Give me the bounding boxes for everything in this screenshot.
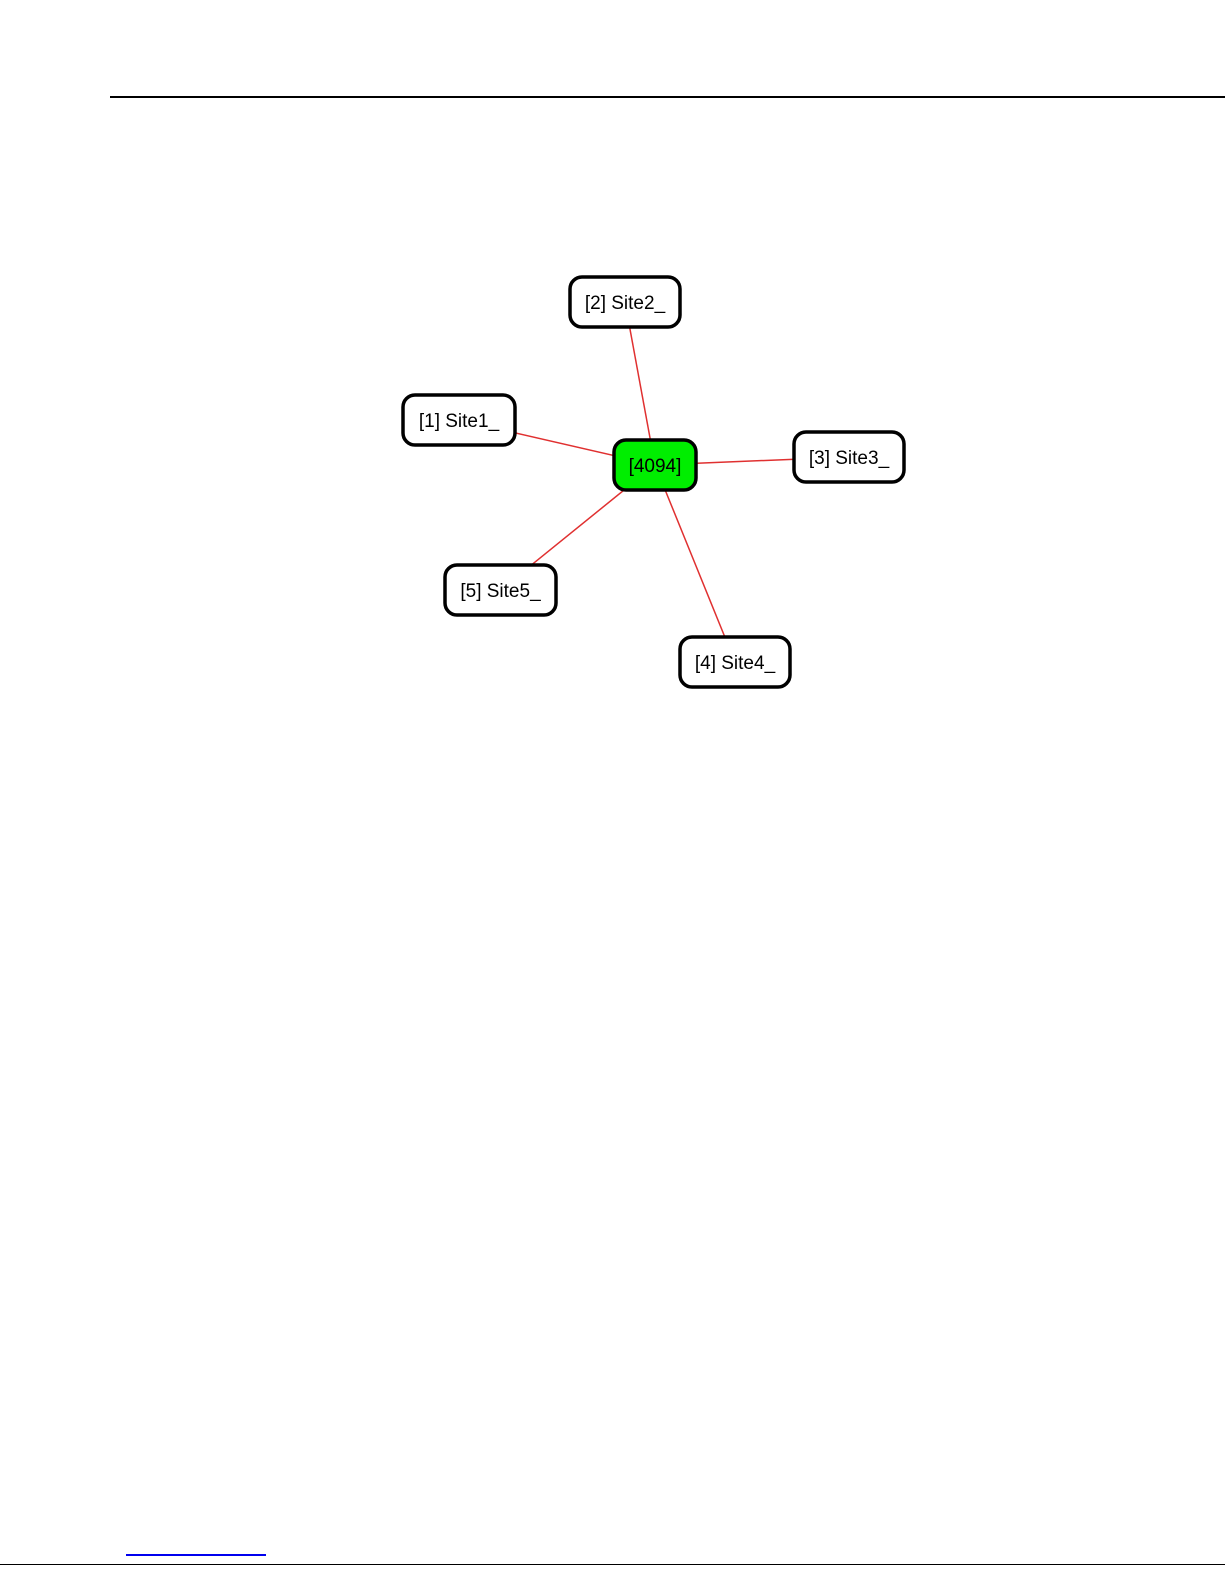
site3-label: [3] Site3_ <box>809 448 890 469</box>
site5-label: [5] Site5_ <box>460 581 541 602</box>
node-site5[interactable]: [5] Site5_ <box>445 565 556 615</box>
node-site1[interactable]: [1] Site1_ <box>403 395 515 445</box>
node-layer: [4094] [1] Site1_ [2] Site2_ [3] Site3_ [4] … <box>403 277 904 687</box>
node-site4[interactable]: [4] Site4_ <box>680 637 790 687</box>
hub-node[interactable]: [4094] <box>614 440 696 490</box>
hub-label: [4094] <box>629 456 682 477</box>
site1-label: [1] Site1_ <box>419 411 500 432</box>
node-site2[interactable]: [2] Site2_ <box>570 277 680 327</box>
site4-label: [4] Site4_ <box>695 653 776 674</box>
edge-hub-site4 <box>655 465 735 662</box>
node-site3[interactable]: [3] Site3_ <box>794 432 904 482</box>
site2-label: [2] Site2_ <box>585 293 666 314</box>
